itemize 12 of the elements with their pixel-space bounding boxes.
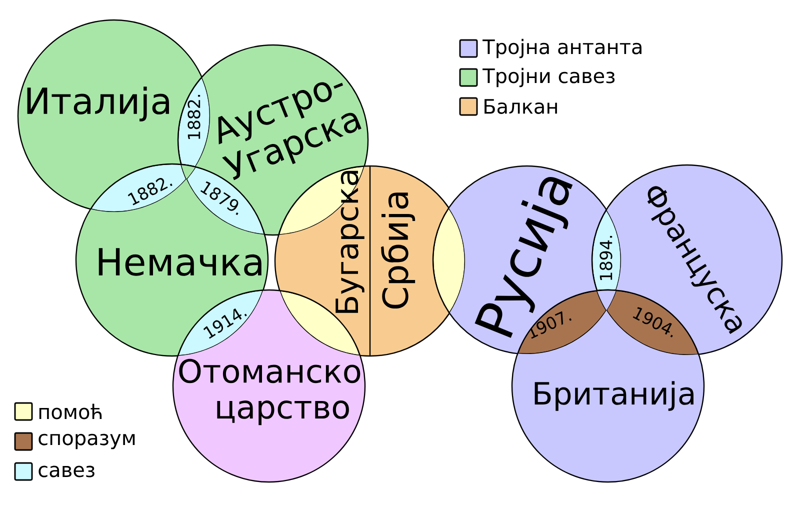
legend-label: Тројна антанта [482,38,642,58]
country-name: Отоманско царство [179,358,360,426]
legend-label: помоћ [39,404,102,420]
country-name: Србија [380,192,416,309]
legend-label: савез [38,466,94,478]
legend-label: споразум [38,434,135,450]
country-name: Британија [534,381,694,411]
legend-label: Тројни савез [482,68,615,88]
legend-label: Балкан [484,99,557,114]
country-name: Италија [27,86,169,122]
country-name: Немачка [98,248,262,276]
overlap-region [432,207,466,314]
